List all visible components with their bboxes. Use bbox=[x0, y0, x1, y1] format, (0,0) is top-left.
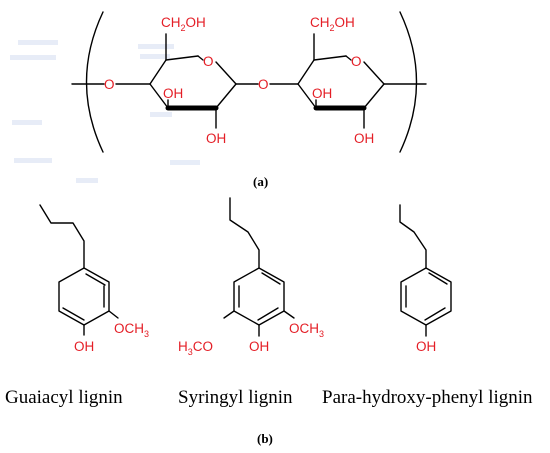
ring-oxygen-1: O bbox=[203, 54, 214, 69]
hydroxyphenyl-name: Para-hydroxy-phenyl lignin bbox=[322, 387, 533, 408]
guaiacyl-name: Guaiacyl lignin bbox=[5, 387, 123, 408]
left-bracket bbox=[85, 11, 104, 153]
ring1-ch2oh: CH2OH bbox=[161, 15, 206, 33]
glucose-ring-2: O CH2OH OH OH bbox=[297, 15, 385, 146]
ring2-oh-c3: OH bbox=[312, 86, 332, 101]
cellulose-structure: O O CH2OH OH OH O bbox=[71, 11, 427, 189]
ring1-oh-c3: OH bbox=[163, 86, 183, 101]
glycosidic-oxygen-left: O bbox=[104, 77, 115, 92]
ring-oxygen-2: O bbox=[351, 54, 362, 69]
glucose-ring-1: O CH2OH OH OH bbox=[149, 15, 237, 146]
guaiacyl-oh: OH bbox=[74, 339, 94, 354]
syringyl-och3: OCH3 bbox=[289, 321, 324, 339]
hydroxyphenyl-oh: OH bbox=[416, 339, 436, 354]
guaiacyl-och3: OCH3 bbox=[114, 321, 149, 339]
syringyl-h3co: H3CO bbox=[178, 339, 213, 357]
ring2-oh-c2: OH bbox=[354, 131, 374, 146]
glycosidic-oxygen-mid: O bbox=[258, 77, 269, 92]
panel-a-label: (a) bbox=[253, 174, 268, 189]
ring2-ch2oh: CH2OH bbox=[310, 15, 355, 33]
ring1-oh-c2: OH bbox=[206, 131, 226, 146]
syringyl-structure: OH H3CO OCH3 Syringyl lignin bbox=[178, 197, 324, 408]
panel-b-label: (b) bbox=[257, 431, 273, 446]
syringyl-oh: OH bbox=[249, 339, 269, 354]
right-bracket bbox=[399, 11, 418, 153]
syringyl-name: Syringyl lignin bbox=[178, 387, 293, 408]
hydroxyphenyl-structure: OH Para-hydroxy-phenyl lignin bbox=[322, 204, 533, 408]
guaiacyl-structure: OH OCH3 Guaiacyl lignin bbox=[5, 204, 149, 408]
faint-background-artifacts bbox=[10, 40, 200, 183]
